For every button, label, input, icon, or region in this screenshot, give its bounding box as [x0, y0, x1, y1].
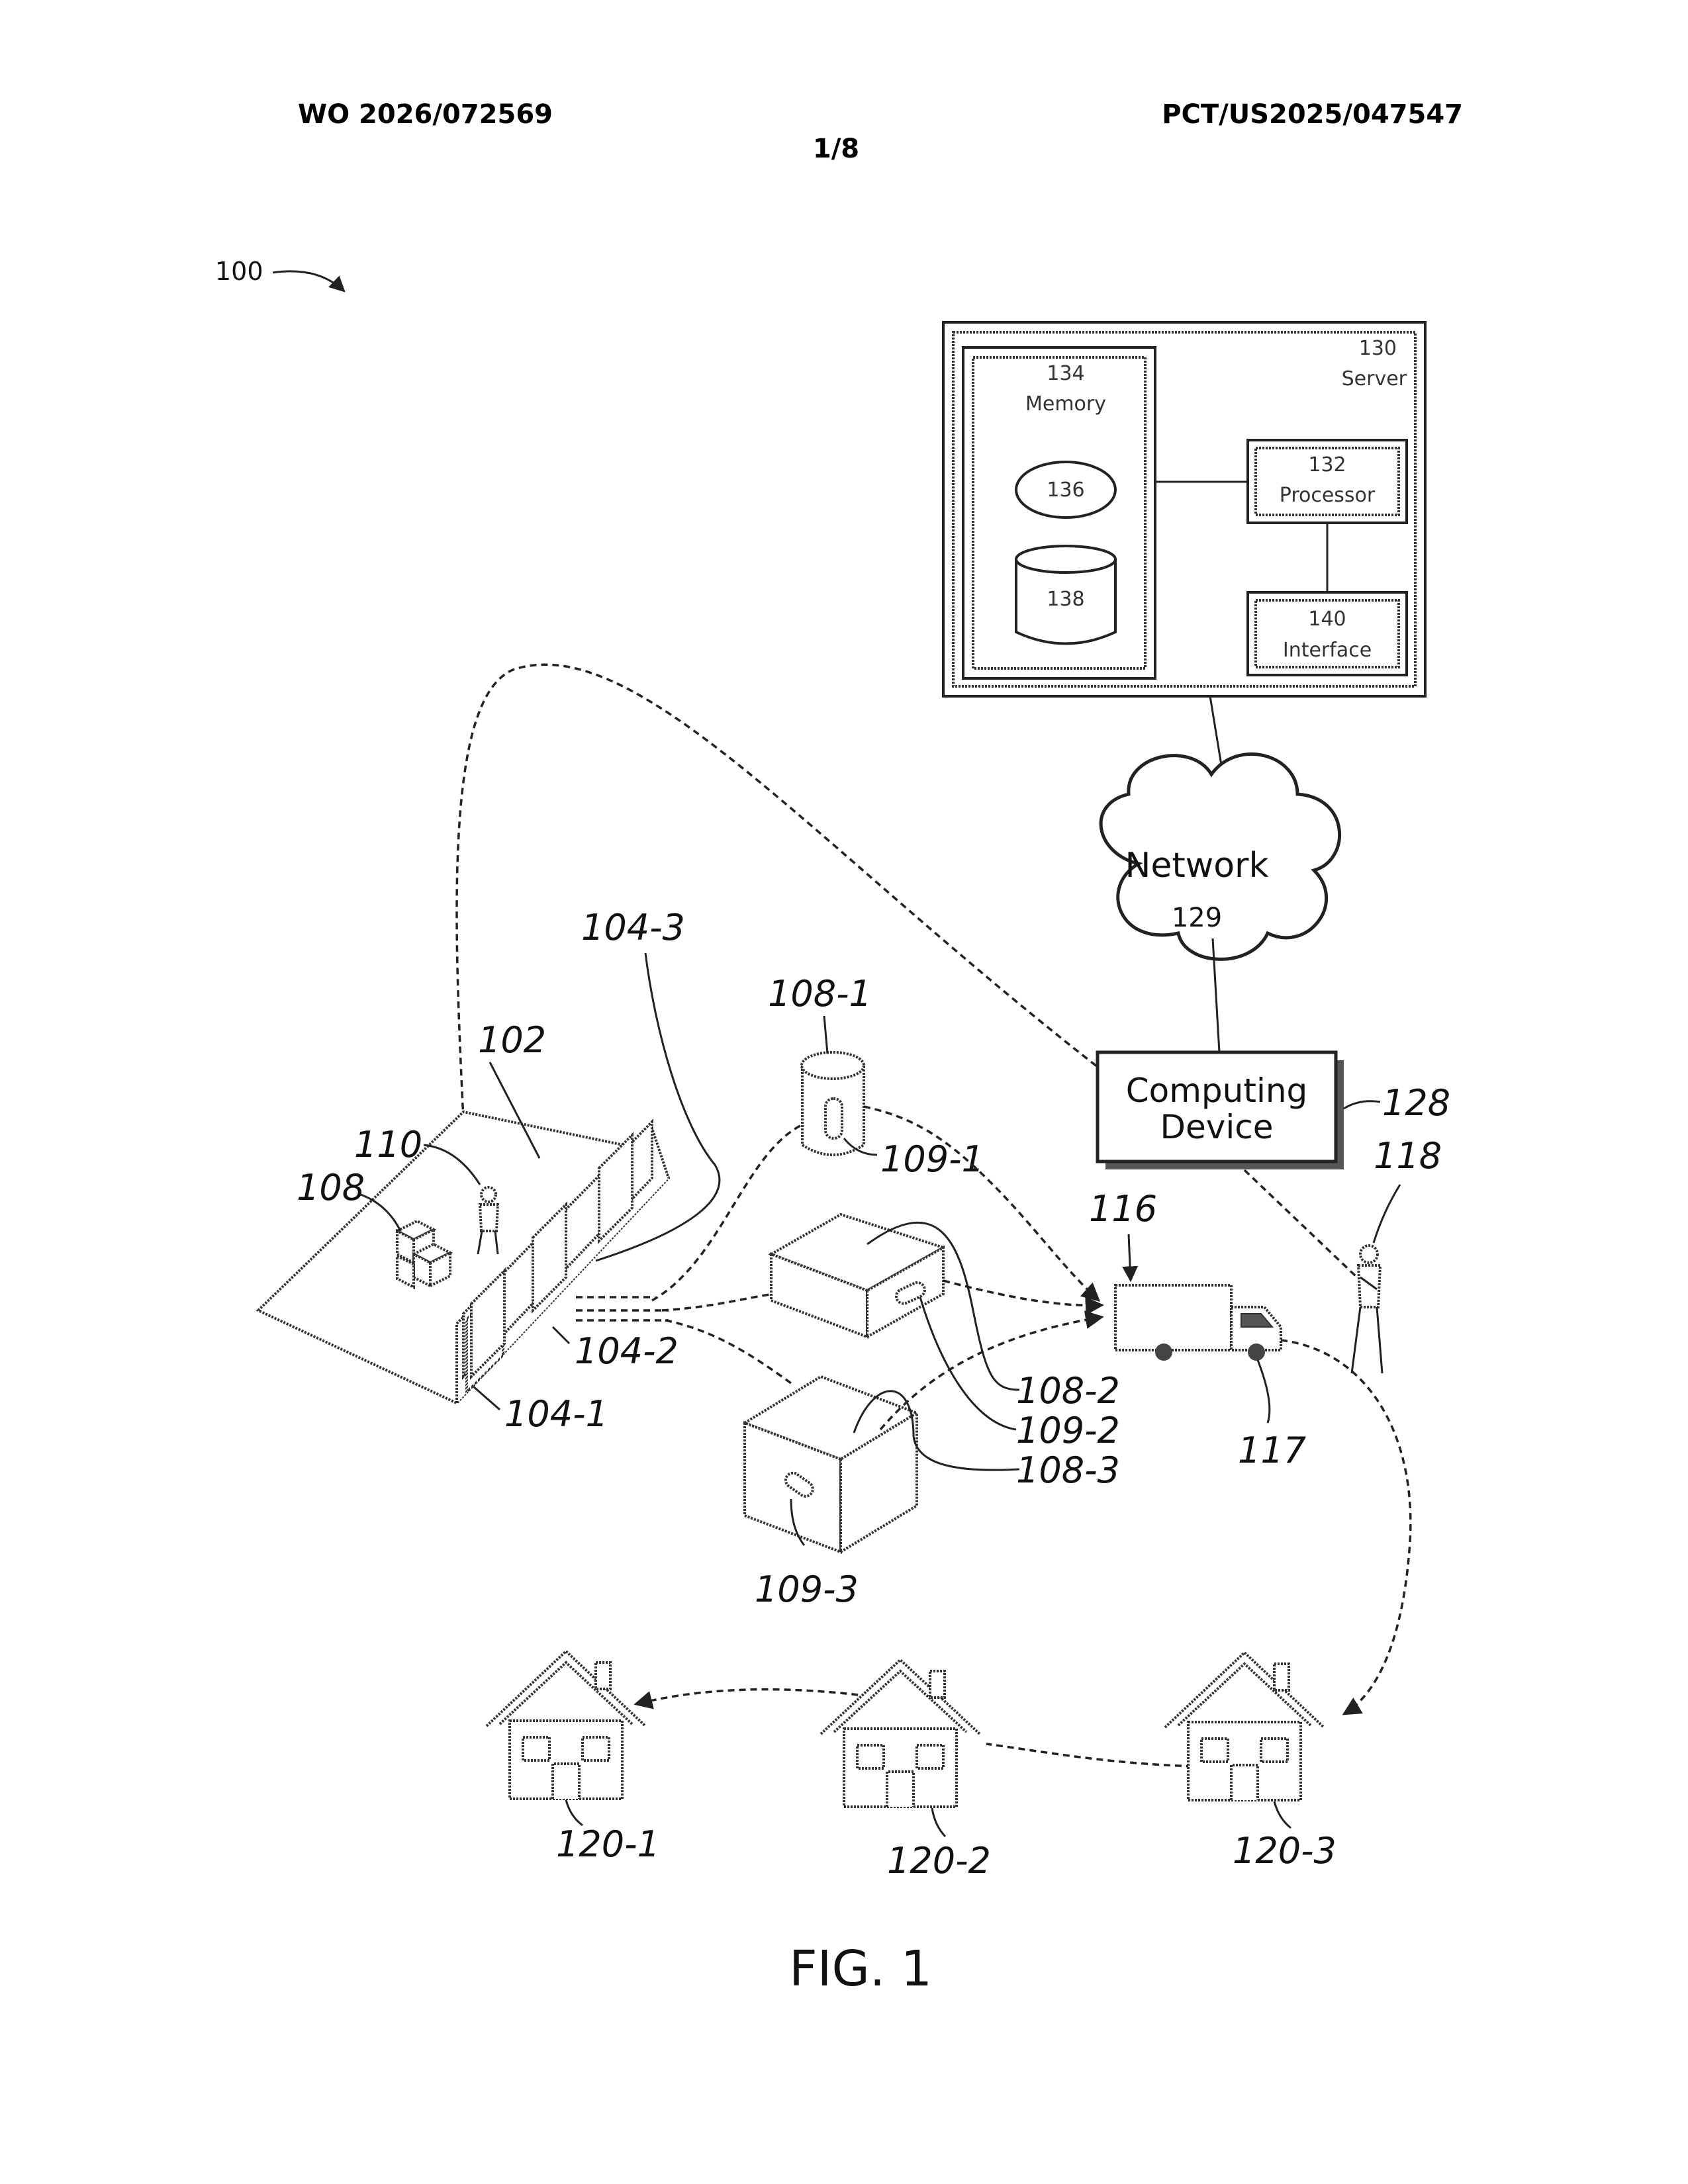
- house-120-2: [821, 1660, 980, 1807]
- tag-109-1: [825, 1099, 842, 1138]
- driver-118: [1352, 1246, 1382, 1373]
- leader-120-1: [566, 1800, 583, 1825]
- processor-ref: 132: [1308, 453, 1346, 477]
- leader-104-1: [473, 1387, 500, 1410]
- label-109-3: 109-3: [755, 1569, 859, 1610]
- truck-wheel-rear: [1155, 1343, 1172, 1361]
- publication-number: WO 2026/072569: [298, 99, 553, 130]
- computing-device-leader: [1344, 1101, 1380, 1109]
- leader-120-3: [1274, 1801, 1291, 1828]
- container-108-2: [771, 1214, 943, 1337]
- label-120-3: 120-3: [1233, 1830, 1336, 1872]
- network-label: Network: [1125, 846, 1268, 886]
- route-120-2-to-120-1: [635, 1690, 880, 1704]
- figure-caption: FIG. 1: [789, 1940, 932, 1997]
- container-108-1: [802, 1052, 864, 1155]
- leader-118: [1374, 1185, 1400, 1243]
- leader-116: [1129, 1234, 1131, 1281]
- label-120-2: 120-2: [887, 1840, 991, 1882]
- leader-117: [1258, 1360, 1270, 1423]
- truck-cargo-box: [1115, 1285, 1231, 1350]
- ellipse-ref: 136: [1047, 478, 1084, 502]
- truck-wheel-front: [1248, 1343, 1265, 1361]
- label-118: 118: [1374, 1135, 1442, 1177]
- label-108-3: 108-3: [1016, 1449, 1120, 1491]
- label-108: 108: [297, 1167, 365, 1208]
- delivery-truck: [1115, 1285, 1281, 1361]
- label-104-3: 104-3: [581, 907, 685, 948]
- leader-104-2: [553, 1327, 569, 1343]
- worker-device-connection: [457, 664, 1098, 1188]
- label-128: 128: [1382, 1082, 1450, 1124]
- dock-to-108-3: [665, 1320, 791, 1383]
- label-108-2: 108-2: [1016, 1370, 1120, 1412]
- label-109-2: 109-2: [1016, 1410, 1120, 1451]
- database-ref: 138: [1047, 588, 1084, 611]
- label-102: 102: [478, 1019, 546, 1061]
- label-117: 117: [1238, 1430, 1306, 1471]
- label-109-1: 109-1: [880, 1138, 984, 1180]
- memory-ref: 134: [1047, 362, 1084, 385]
- label-110: 110: [354, 1124, 422, 1165]
- computing-device-line2: Device: [1160, 1108, 1274, 1146]
- route-truck-to-120-3: [1281, 1340, 1411, 1714]
- network-ref: 129: [1172, 903, 1222, 933]
- house-120-1: [487, 1651, 645, 1799]
- memory-label: Memory: [1025, 392, 1106, 416]
- label-104-2: 104-2: [575, 1330, 679, 1372]
- label-108-1: 108-1: [768, 973, 872, 1015]
- dock-to-108-2: [662, 1294, 774, 1310]
- server-ref: 130: [1359, 337, 1397, 360]
- leader-108-1: [824, 1016, 827, 1054]
- computing-device-line1: Computing: [1126, 1071, 1308, 1110]
- device-worker-connection: [1244, 1170, 1357, 1277]
- figure-ref-arrow: [273, 271, 344, 291]
- container-108-3: [745, 1377, 917, 1552]
- sheet-number: 1/8: [813, 134, 859, 164]
- label-116: 116: [1089, 1188, 1157, 1230]
- leader-120-2: [932, 1808, 945, 1837]
- label-104-1: 104-1: [504, 1393, 608, 1435]
- label-120-1: 120-1: [556, 1823, 660, 1865]
- leader-109-2: [920, 1297, 1016, 1430]
- server-label: Server: [1342, 367, 1407, 390]
- figure-ref: 100: [215, 257, 263, 286]
- server-block: 130 Server 134 Memory 136 138 132 Proces…: [943, 322, 1425, 696]
- interface-label: Interface: [1283, 639, 1372, 662]
- house-120-3: [1165, 1653, 1324, 1800]
- application-number: PCT/US2025/047547: [1162, 99, 1463, 130]
- processor-label: Processor: [1280, 484, 1376, 507]
- interface-ref: 140: [1308, 608, 1346, 631]
